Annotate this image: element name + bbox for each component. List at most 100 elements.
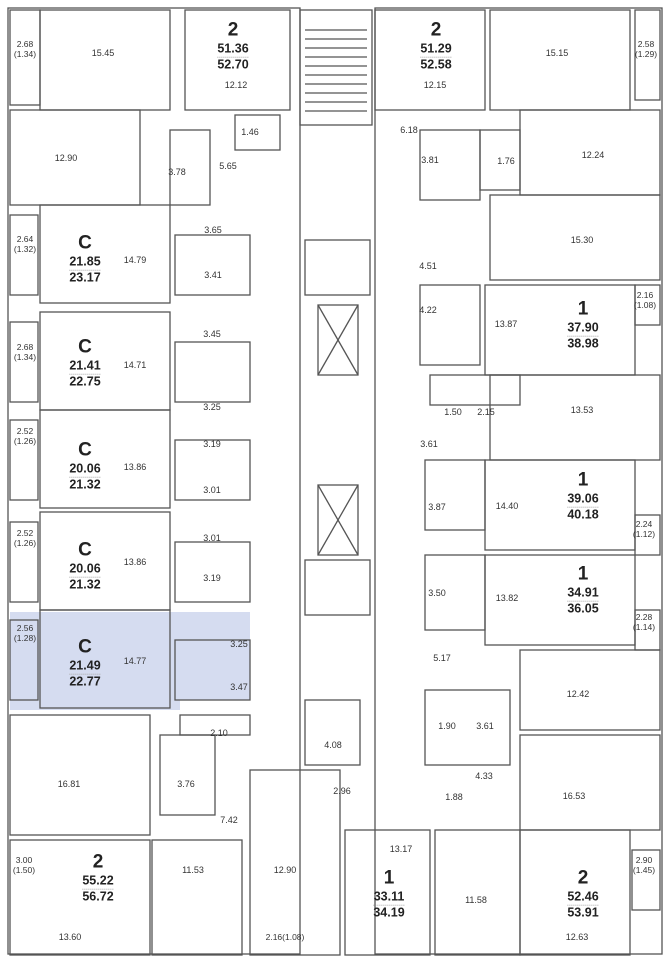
wall [489,194,661,281]
selected-apartment-highlight[interactable] [10,612,250,710]
apartment-total-area: 21.32 [69,577,101,592]
wall [484,554,636,646]
wall [151,839,243,956]
wall [317,484,359,556]
wall [424,459,486,531]
balcony-area-label: 2.16(1.08) [265,932,305,943]
wall [634,514,661,556]
apartment-rooms-type: 2 [227,19,239,41]
apartment-living-area: 37.90 [567,321,599,337]
balcony-area-label: 2.56(1.28) [14,623,36,644]
room-area-label: 11.53 [182,864,204,875]
room-area-label: 12.90 [273,864,297,875]
balcony-area-label: 2.68(1.34) [13,342,37,363]
wall [9,714,151,836]
balcony-reduced-area: (1.08) [633,300,657,310]
wall [9,521,39,603]
apartment-living-area: 20.06 [69,562,101,578]
balcony-area: 2.56 [16,623,34,634]
wall [489,9,631,111]
wall [9,419,39,501]
room-area-label: 3.45 [203,328,221,339]
room-area-label: 1.50 [444,406,462,417]
room-area-label: 3.01 [203,532,221,543]
apartment-total-area: 23.17 [69,270,101,285]
apartment-total-area: 40.18 [567,507,599,522]
room-area-label: 12.42 [566,688,590,699]
room-area-label: 3.25 [230,638,248,649]
wall [39,204,171,304]
room-area-label: 12.90 [54,152,78,163]
room-area-label: 4.51 [419,260,437,271]
wall [304,699,361,766]
wall [9,321,39,403]
balcony-reduced-area: (1.45) [632,865,656,875]
elevator-icon [317,304,359,376]
room-area-label: 13.87 [494,318,518,329]
room-area-label: 3.47 [230,681,248,692]
room-area-label: 1.88 [445,791,463,802]
room-area-label: 1.76 [497,155,515,166]
room-area-label: 3.78 [168,166,186,177]
balcony-area: 2.16 [636,290,654,301]
room-area-label: 14.71 [123,359,147,370]
balcony-area: 2.68 [16,342,34,353]
wall [304,239,371,296]
room-area-label: 3.50 [428,587,446,598]
wall [344,829,431,956]
room-area-label: 15.45 [91,47,115,58]
wall [631,849,661,911]
wall [39,9,171,111]
balcony-area-label: 2.90(1.45) [632,855,656,876]
balcony-area: 2.90 [635,855,653,866]
room-area-label: 13.60 [58,931,82,942]
apartment-rooms-type: С [78,539,92,561]
balcony-reduced-area: (1.08) [282,932,305,943]
wall [39,609,171,709]
apartment-total-area: 22.77 [69,674,101,689]
wall [169,129,211,206]
room-area-label: 12.63 [565,931,589,942]
room-area-label: 16.81 [57,778,81,789]
balcony-reduced-area: (1.26) [13,436,37,446]
apartment-rooms-type: 2 [577,867,589,889]
balcony-area: 2.52 [16,426,34,437]
room-area-label: 5.17 [433,652,451,663]
room-area-label: 3.01 [203,484,221,495]
wall [434,829,521,956]
room-area-label: 3.19 [203,438,221,449]
room-area-label: 3.87 [428,501,446,512]
wall [9,619,39,701]
wall [39,409,171,509]
room-area-label: 4.22 [419,304,437,315]
room-area-label: 1.90 [438,720,456,731]
wall [519,649,661,731]
apartment-rooms-type: 1 [577,469,589,491]
room-area-label: 13.86 [123,461,147,472]
room-area-label: 13.17 [389,843,413,854]
apartment-living-area: 21.85 [69,255,101,271]
apartment-living-area: 21.41 [69,359,101,375]
apartment-total-area: 34.19 [373,905,405,920]
apartment-total-area: 22.75 [69,374,101,389]
balcony-reduced-area: (1.32) [13,244,37,254]
balcony-area: 2.16 [265,932,283,943]
apartment-rooms-type: С [78,636,92,658]
wall [374,9,486,111]
elevator-icon [317,484,359,556]
room-area-label: 14.77 [123,655,147,666]
balcony-reduced-area: (1.34) [13,352,37,362]
